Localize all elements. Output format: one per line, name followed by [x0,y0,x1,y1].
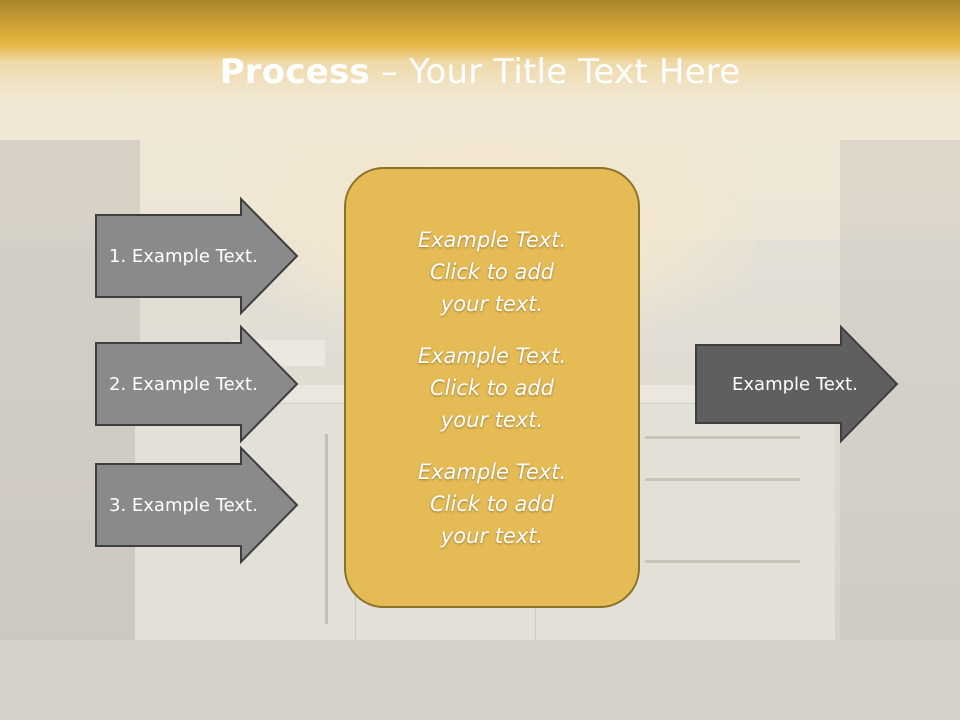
arrow-1[interactable]: 1. Example Text. [95,196,299,316]
arrow-output[interactable]: Example Text. [695,324,899,444]
arrow-3[interactable]: 3. Example Text. [95,445,299,565]
drawer-handle [645,478,800,481]
arrow-label: 1. Example Text. [109,245,258,267]
text-line: Example Text. [417,227,567,252]
text-line: Click to add [429,491,554,516]
arrow-shape [95,445,299,565]
arrow-label: Example Text. [732,373,858,395]
title-rest: – Your Title Text Here [369,52,741,92]
floor [0,640,960,720]
text-line: your text. [440,407,544,432]
text-line: Click to add [429,259,554,284]
arrow-shape [95,196,299,316]
arrow-label: 3. Example Text. [109,494,258,516]
text-block-2: Example Text. Click to add your text. [418,340,566,436]
arrow-shape [695,324,899,444]
text-block-1: Example Text. Click to add your text. [418,224,566,320]
arrow-shape [95,324,299,444]
text-line: Example Text. [417,343,567,368]
text-line: Click to add [429,375,554,400]
title-bold: Process [219,52,370,92]
text-block-3: Example Text. Click to add your text. [418,456,566,552]
arrow-2[interactable]: 2. Example Text. [95,324,299,444]
arrow-label: 2. Example Text. [109,373,258,395]
drawer-handle [645,436,800,439]
text-line: Example Text. [417,459,567,484]
text-line: your text. [440,523,544,548]
text-line: your text. [440,291,544,316]
cabinet-handle [325,434,328,624]
center-text-panel[interactable]: Example Text. Click to add your text. Ex… [344,167,640,608]
right-wall [840,140,960,720]
slide-title[interactable]: Process – Your Title Text Here [0,52,960,92]
drawer-handle [645,560,800,563]
